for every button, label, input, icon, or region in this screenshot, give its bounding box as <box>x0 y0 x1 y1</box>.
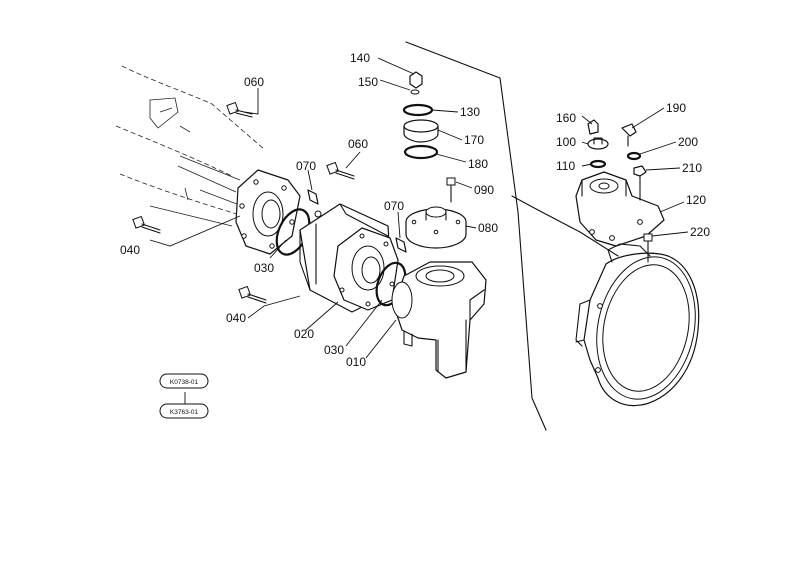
bolt-220 <box>643 233 653 263</box>
callout-labels: 060 070 060 070 040 030 040 020 030 010 … <box>120 51 710 369</box>
grease-nipple-160 <box>587 119 599 135</box>
bolt-040-low <box>238 285 267 304</box>
callout-label: 220 <box>690 225 710 239</box>
washer-110 <box>589 159 607 169</box>
bolt-060-top <box>226 101 253 118</box>
callout-label: 030 <box>324 343 344 357</box>
callout-label: 060 <box>348 137 368 151</box>
kingpin-stack <box>402 71 439 160</box>
callout-label: 160 <box>556 111 576 125</box>
leader-lines <box>149 57 689 404</box>
housing-flange <box>235 169 301 255</box>
callout-label: 040 <box>226 311 246 325</box>
stamp-top-text: K0738-01 <box>170 379 199 386</box>
kingpin-cover <box>405 206 467 249</box>
steering-arm <box>575 171 665 247</box>
callout-label: 040 <box>120 243 140 257</box>
stamp-bottom-frame <box>159 403 209 419</box>
bolt-090 <box>446 177 456 203</box>
wheel-hub-flange <box>575 243 700 407</box>
callout-label: 110 <box>556 159 575 173</box>
callout-label: 070 <box>296 159 316 173</box>
callout-label: 090 <box>474 183 494 197</box>
cap-100 <box>587 137 609 150</box>
pin-070-left <box>307 189 319 205</box>
callout-label: 200 <box>678 135 698 149</box>
nut-210 <box>633 165 647 201</box>
stamp-bottom-text: K3763-01 <box>170 409 199 416</box>
callout-label: 130 <box>460 105 480 119</box>
callout-label: 010 <box>346 355 366 369</box>
bolt-060-mid <box>326 161 355 180</box>
callout-label: 020 <box>294 327 314 341</box>
reference-stamps: K0738-01 K3763-01 <box>159 373 209 419</box>
callout-label: 080 <box>478 221 498 235</box>
stamp-top-frame <box>159 373 209 389</box>
callout-label: 190 <box>666 101 686 115</box>
callout-label: 100 <box>556 135 576 149</box>
bolt-190 <box>621 123 637 147</box>
callout-label: 210 <box>682 161 702 175</box>
callout-label: 140 <box>350 51 370 65</box>
callout-label: 070 <box>384 199 404 213</box>
callout-label: 120 <box>686 193 706 207</box>
callout-label: 030 <box>254 261 274 275</box>
callout-label: 170 <box>464 133 484 147</box>
bolt-040-left <box>132 215 161 234</box>
callout-label: 180 <box>468 157 488 171</box>
axle-housing <box>115 65 266 227</box>
steering-knuckle <box>391 261 487 379</box>
callout-label: 060 <box>244 75 264 89</box>
section-line-2 <box>511 195 619 257</box>
gear-case-flange <box>333 227 399 311</box>
washer-200 <box>626 151 642 161</box>
callout-label: 150 <box>358 75 378 89</box>
section-line <box>405 41 547 431</box>
pin-070-right <box>395 237 407 253</box>
